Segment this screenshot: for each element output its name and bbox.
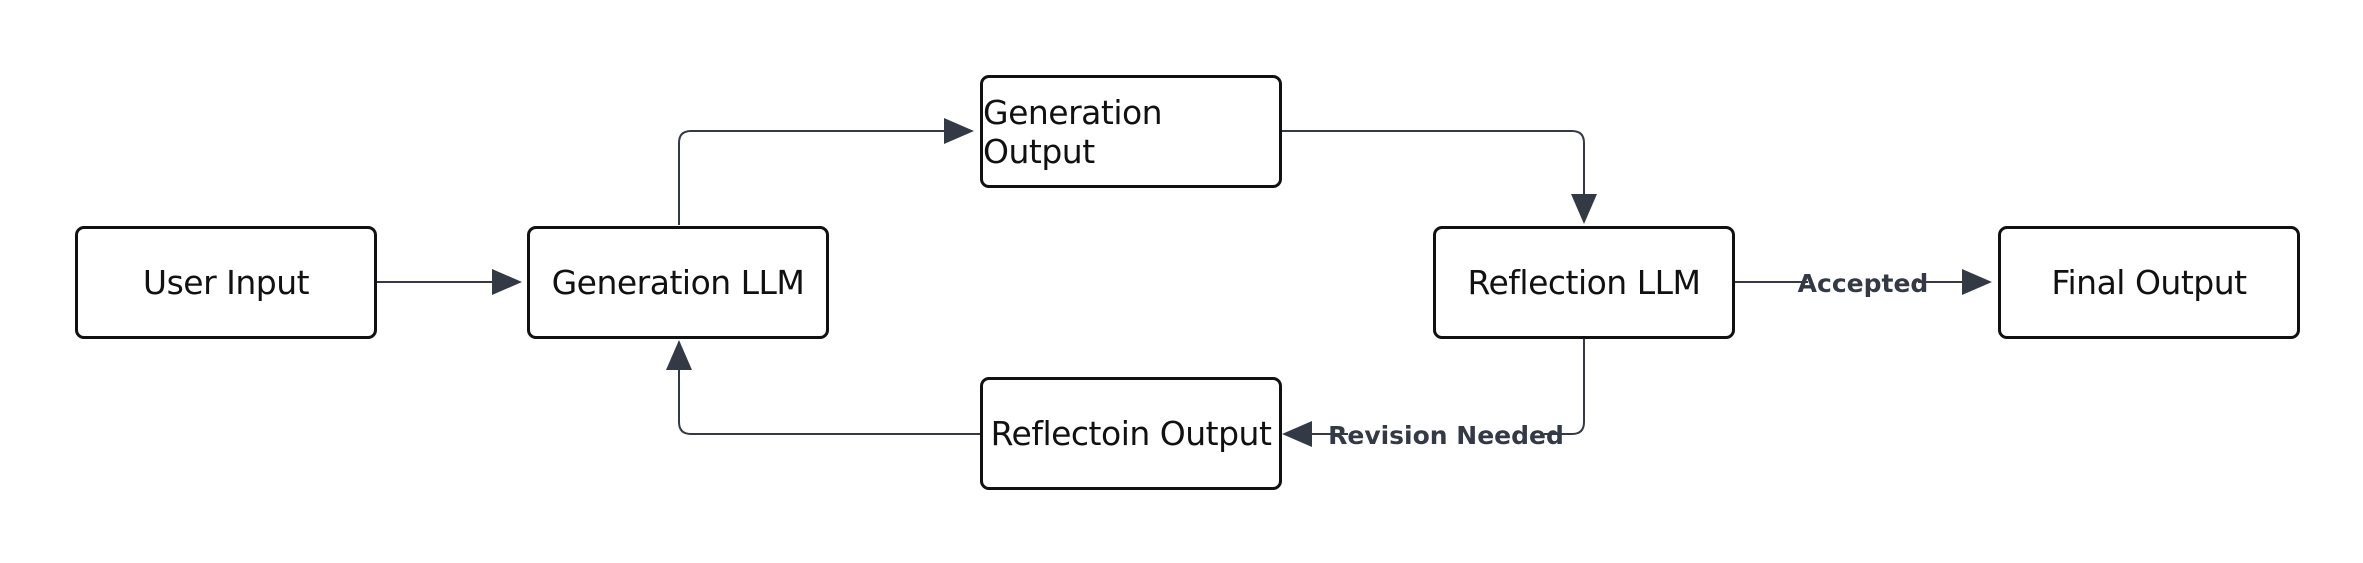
node-generation-output[interactable]: Generation Output bbox=[980, 75, 1282, 188]
edge-reflection-llm-to-reflection-output bbox=[1282, 338, 1585, 447]
revision-needed-label-background bbox=[1348, 418, 1544, 450]
edge-label-accepted: Accepted bbox=[1798, 269, 1929, 298]
edge-generation-output-to-reflection-llm bbox=[1281, 130, 1597, 224]
edge-generation-llm-to-generation-output bbox=[678, 118, 974, 225]
accepted-label-background bbox=[1808, 266, 1918, 298]
node-reflection-llm[interactable]: Reflection LLM bbox=[1433, 226, 1735, 339]
node-generation-llm[interactable]: Generation LLM bbox=[527, 226, 829, 339]
edge-label-revision-needed: Revision Needed bbox=[1328, 421, 1564, 450]
node-user-input[interactable]: User Input bbox=[75, 226, 377, 339]
edge-reflection-output-to-generation-llm bbox=[666, 340, 980, 435]
node-reflection-output[interactable]: Reflectoin Output bbox=[980, 377, 1282, 490]
node-final-output[interactable]: Final Output bbox=[1998, 226, 2300, 339]
